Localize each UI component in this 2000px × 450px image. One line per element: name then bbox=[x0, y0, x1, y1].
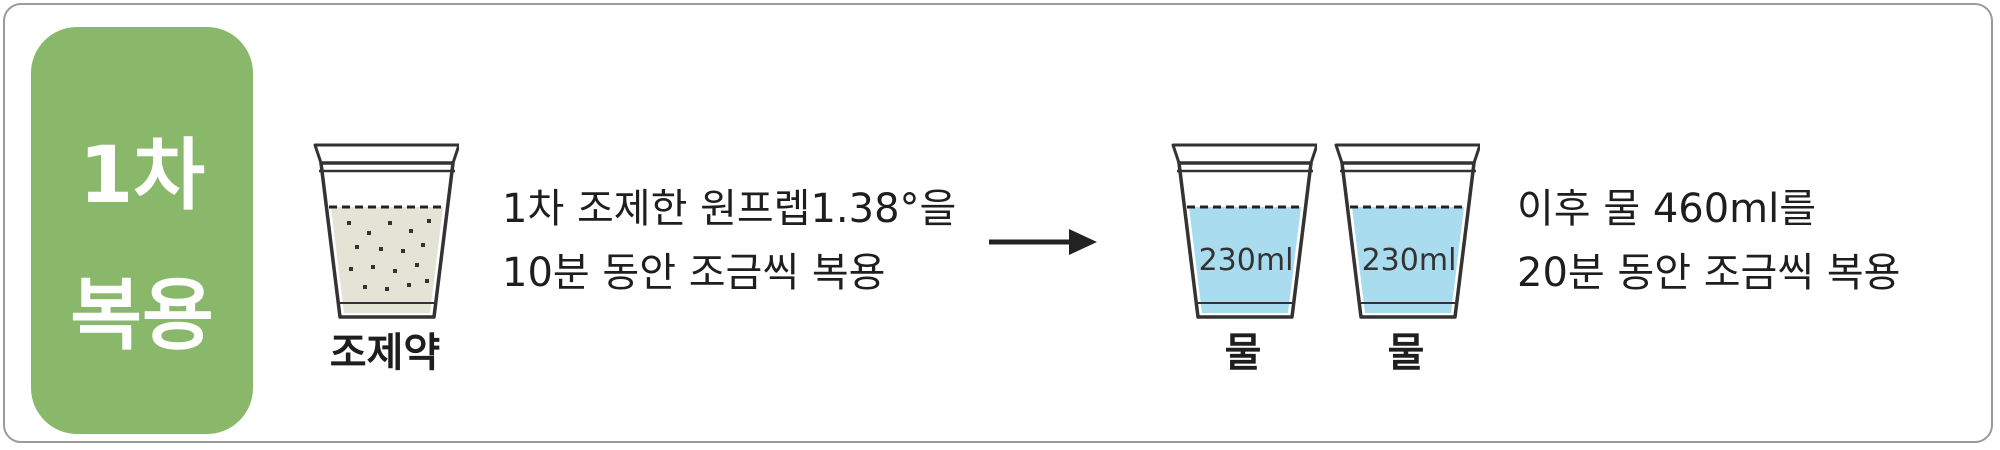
step-badge: 1차 복용 bbox=[31, 27, 253, 434]
water-label: 물 bbox=[1387, 330, 1425, 376]
water-description-line2: 20분 동안 조금씩 복용 bbox=[1517, 250, 1901, 296]
instruction-panel: 1차 복용 조제약 1차 조제한 원프렙1.38°을 bbox=[3, 3, 1993, 443]
water-label: 물 bbox=[1224, 330, 1262, 376]
water-cup-icon: 230ml bbox=[1167, 139, 1317, 324]
medicine-description-line2: 10분 동안 조금씩 복용 bbox=[502, 250, 886, 296]
water-description-line1: 이후 물 460ml를 bbox=[1517, 186, 1817, 232]
step-title: 복용 bbox=[70, 271, 214, 361]
medicine-cup-icon bbox=[309, 139, 459, 324]
water-volume: 230ml bbox=[1361, 243, 1457, 278]
step-number: 1차 bbox=[78, 131, 206, 221]
medicine-description: 1차 조제한 원프렙1.38°을 10분 동안 조금씩 복용 bbox=[502, 177, 956, 305]
water-description: 이후 물 460ml를 20분 동안 조금씩 복용 bbox=[1517, 177, 1900, 305]
arrow-right-icon bbox=[989, 227, 1099, 261]
water-volume: 230ml bbox=[1198, 243, 1294, 278]
medicine-description-line1: 1차 조제한 원프렙1.38°을 bbox=[502, 186, 957, 232]
medicine-label: 조제약 bbox=[329, 330, 441, 376]
water-cup-icon: 230ml bbox=[1330, 139, 1480, 324]
